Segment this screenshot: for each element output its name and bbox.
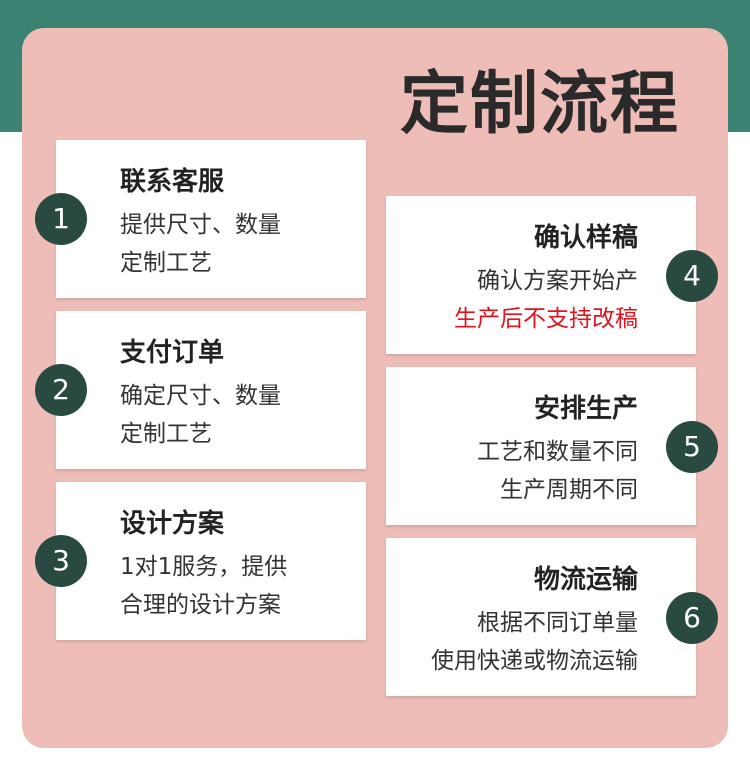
step-number-badge-1: 1 — [35, 193, 87, 245]
step-line: 定制工艺 — [120, 250, 212, 276]
step-heading: 安排生产 — [533, 394, 638, 424]
step-line: 提供尺寸、数量 — [120, 212, 281, 238]
step-line: 生产周期不同 — [500, 477, 638, 503]
step-heading: 联系客服 — [120, 167, 225, 197]
step-card-3: 设计方案 1对1服务，提供 合理的设计方案 — [56, 482, 366, 640]
step-warning-line: 生产后不支持改稿 — [454, 306, 638, 332]
step-heading: 设计方案 — [120, 509, 225, 539]
step-number-badge-5: 5 — [666, 421, 718, 473]
step-line: 确定尺寸、数量 — [120, 383, 281, 409]
step-heading: 支付订单 — [120, 338, 225, 368]
step-line: 1对1服务，提供 — [120, 554, 288, 580]
step-number-badge-6: 6 — [666, 592, 718, 644]
step-number-badge-4: 4 — [666, 250, 718, 302]
step-line: 使用快递或物流运输 — [431, 648, 638, 674]
step-card-1: 联系客服 提供尺寸、数量 定制工艺 — [56, 140, 366, 298]
step-line: 定制工艺 — [120, 421, 212, 447]
step-card-6: 物流运输 根据不同订单量 使用快递或物流运输 — [386, 538, 696, 696]
step-card-2: 支付订单 确定尺寸、数量 定制工艺 — [56, 311, 366, 469]
step-line: 确认方案开始产 — [477, 268, 638, 294]
step-card-5: 安排生产 工艺和数量不同 生产周期不同 — [386, 367, 696, 525]
page-title: 定制流程 — [400, 65, 681, 144]
step-number-badge-2: 2 — [35, 364, 87, 416]
step-line: 工艺和数量不同 — [477, 439, 638, 465]
step-number-badge-3: 3 — [35, 535, 87, 587]
step-card-4: 确认样稿 确认方案开始产 生产后不支持改稿 — [386, 196, 696, 354]
step-heading: 确认样稿 — [533, 223, 638, 253]
step-line: 根据不同订单量 — [477, 610, 638, 636]
step-heading: 物流运输 — [533, 565, 638, 595]
step-line: 合理的设计方案 — [120, 592, 281, 618]
